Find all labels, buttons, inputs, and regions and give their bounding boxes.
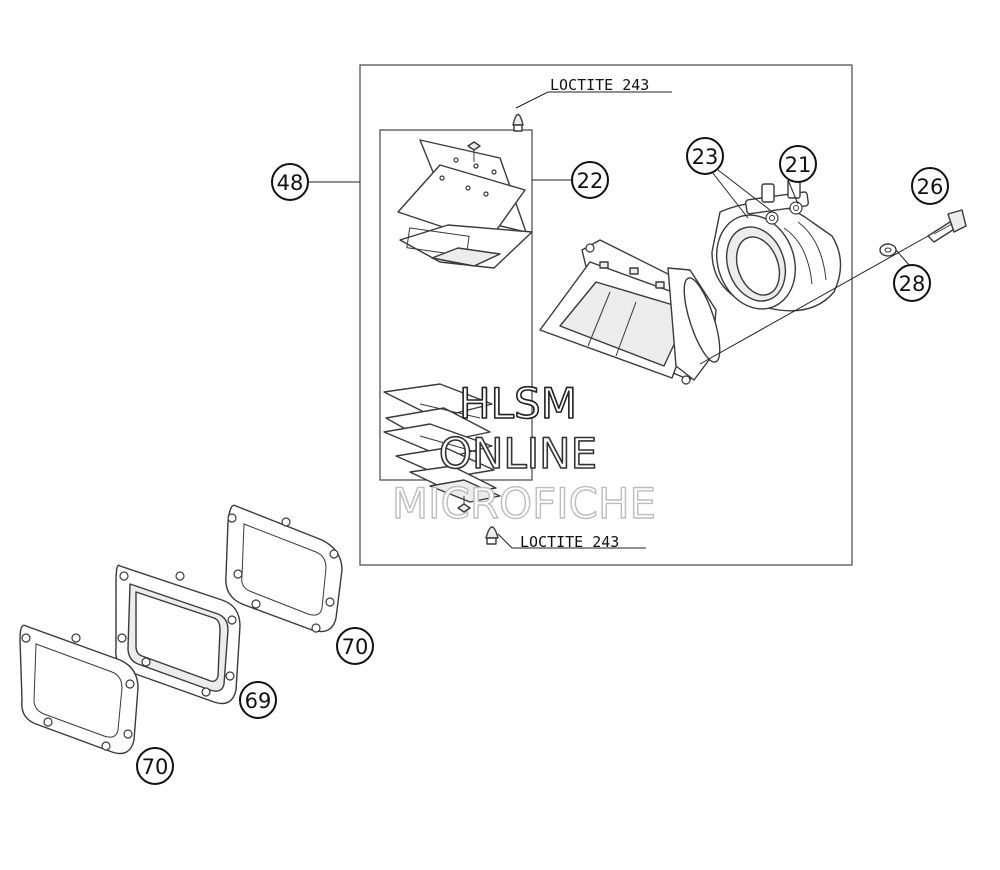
assembly-48-frame (359, 64, 853, 566)
callout-21: 21 (779, 145, 817, 183)
reed-screw-bottom (457, 496, 499, 545)
flange-bolt (927, 209, 967, 243)
watermark-line-2: ONLINE (439, 429, 597, 478)
leader-23b (711, 171, 749, 219)
callout-23-label: 23 (692, 145, 719, 169)
callout-70-rear-label: 70 (342, 635, 369, 659)
washer (879, 243, 897, 257)
reed-petal-stack-upper (397, 139, 533, 269)
watermark: HLSM ONLINE MICROFICHE (391, 378, 657, 529)
leader-23a (717, 169, 771, 211)
callout-26-label: 26 (917, 175, 944, 199)
intake-boot (711, 202, 842, 312)
callout-23: 23 (686, 137, 724, 175)
callout-21-label: 21 (785, 153, 812, 177)
callout-22: 22 (571, 161, 609, 199)
callout-69-label: 69 (245, 689, 272, 713)
callout-48-label: 48 (277, 171, 304, 195)
loctite-note-bottom: LOCTITE 243 (520, 533, 619, 551)
callout-70-front-label: 70 (142, 755, 169, 779)
hose-clamp (745, 179, 809, 225)
gasket-70-rear (225, 504, 343, 633)
callout-28: 28 (893, 264, 931, 302)
callout-70-rear: 70 (336, 627, 374, 665)
reed-valve-cage (539, 239, 721, 385)
reed-petal-stack-lower (383, 383, 501, 503)
watermark-line-1: HLSM (459, 379, 577, 428)
callout-22-label: 22 (577, 169, 604, 193)
reed-screw-top (467, 113, 524, 162)
gasket-70-front (19, 624, 139, 755)
loctite-note-top: LOCTITE 243 (550, 76, 649, 94)
watermark-line-3: MICROFICHE (392, 479, 656, 528)
leader-21 (787, 179, 799, 205)
gasket-69 (115, 564, 241, 705)
callout-28-label: 28 (899, 272, 926, 296)
bolt-center-line (699, 235, 929, 365)
leader-28 (895, 249, 911, 267)
callout-70-front: 70 (136, 747, 174, 785)
leader-loctite-top (515, 91, 672, 109)
callout-69: 69 (239, 681, 277, 719)
callout-48: 48 (271, 163, 309, 201)
leader-loctite-bottom (497, 533, 646, 549)
callout-26: 26 (911, 167, 949, 205)
